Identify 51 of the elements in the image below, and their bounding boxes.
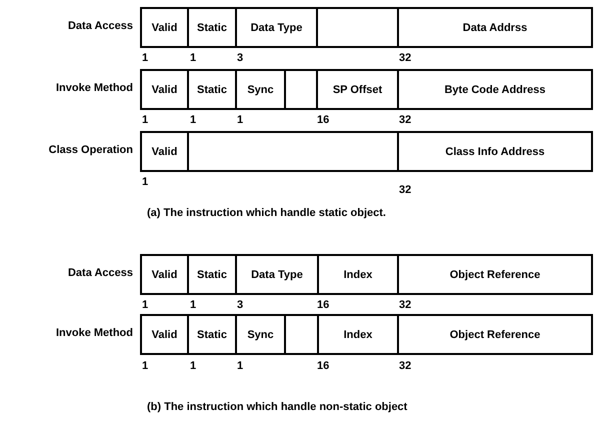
figure-caption: (b) The instruction which handle non-static object <box>147 401 408 414</box>
bit-width-number: 1 <box>190 360 196 373</box>
bit-width-number: 32 <box>399 360 412 373</box>
register-field: Data Type <box>235 254 319 295</box>
bit-width-number: 16 <box>317 360 330 373</box>
register-field: Class Info Address <box>397 131 593 172</box>
row-label: Invoke Method <box>56 82 133 95</box>
register-field: Valid <box>140 7 189 48</box>
register-field: Sync <box>235 69 286 110</box>
bit-width-number: 3 <box>237 299 244 312</box>
row-label: Data Access <box>68 20 133 33</box>
register-field: Valid <box>140 69 189 110</box>
bit-width-number: 1 <box>237 114 244 127</box>
register-field: Valid <box>140 254 189 295</box>
figure-caption: (a) The instruction which handle static object. <box>147 207 386 220</box>
bit-width-number: 32 <box>399 52 412 65</box>
register-field: Valid <box>140 131 189 172</box>
bit-width-number: 1 <box>142 52 148 65</box>
bit-width-number: 1 <box>142 299 148 312</box>
bit-width-number: 1 <box>142 176 148 189</box>
register-field: Sync <box>235 314 286 355</box>
register-field: Data Addrss <box>397 7 593 48</box>
bit-width-number: 1 <box>142 360 148 373</box>
register-field: Static <box>187 314 237 355</box>
bit-width-number: 16 <box>317 114 330 127</box>
bit-width-number: 1 <box>190 114 196 127</box>
empty-field <box>284 69 318 110</box>
register-field: SP Offset <box>316 69 399 110</box>
register-field: Static <box>187 7 237 48</box>
bit-width-number: 1 <box>142 114 148 127</box>
bit-width-number: 16 <box>317 299 330 312</box>
register-field: Static <box>187 69 237 110</box>
row-label: Data Access <box>68 267 133 280</box>
bit-width-number: 1 <box>237 360 244 373</box>
empty-field <box>284 314 319 355</box>
bit-width-number: 1 <box>190 299 196 312</box>
register-field: Valid <box>140 314 189 355</box>
register-field: Index <box>317 314 399 355</box>
bit-width-number: 1 <box>190 52 196 65</box>
row-label: Invoke Method <box>56 327 133 340</box>
register-field: Static <box>187 254 237 295</box>
row-label: Class Operation <box>48 144 133 157</box>
bit-width-number: 32 <box>399 184 412 197</box>
bit-width-number: 32 <box>399 299 412 312</box>
register-field: Byte Code Address <box>397 69 593 110</box>
bit-width-number: 32 <box>399 114 412 127</box>
register-field: Object Reference <box>397 314 593 355</box>
register-field: Index <box>317 254 399 295</box>
register-field: Data Type <box>235 7 318 48</box>
bit-width-number: 3 <box>237 52 244 65</box>
register-field: Object Reference <box>397 254 593 295</box>
